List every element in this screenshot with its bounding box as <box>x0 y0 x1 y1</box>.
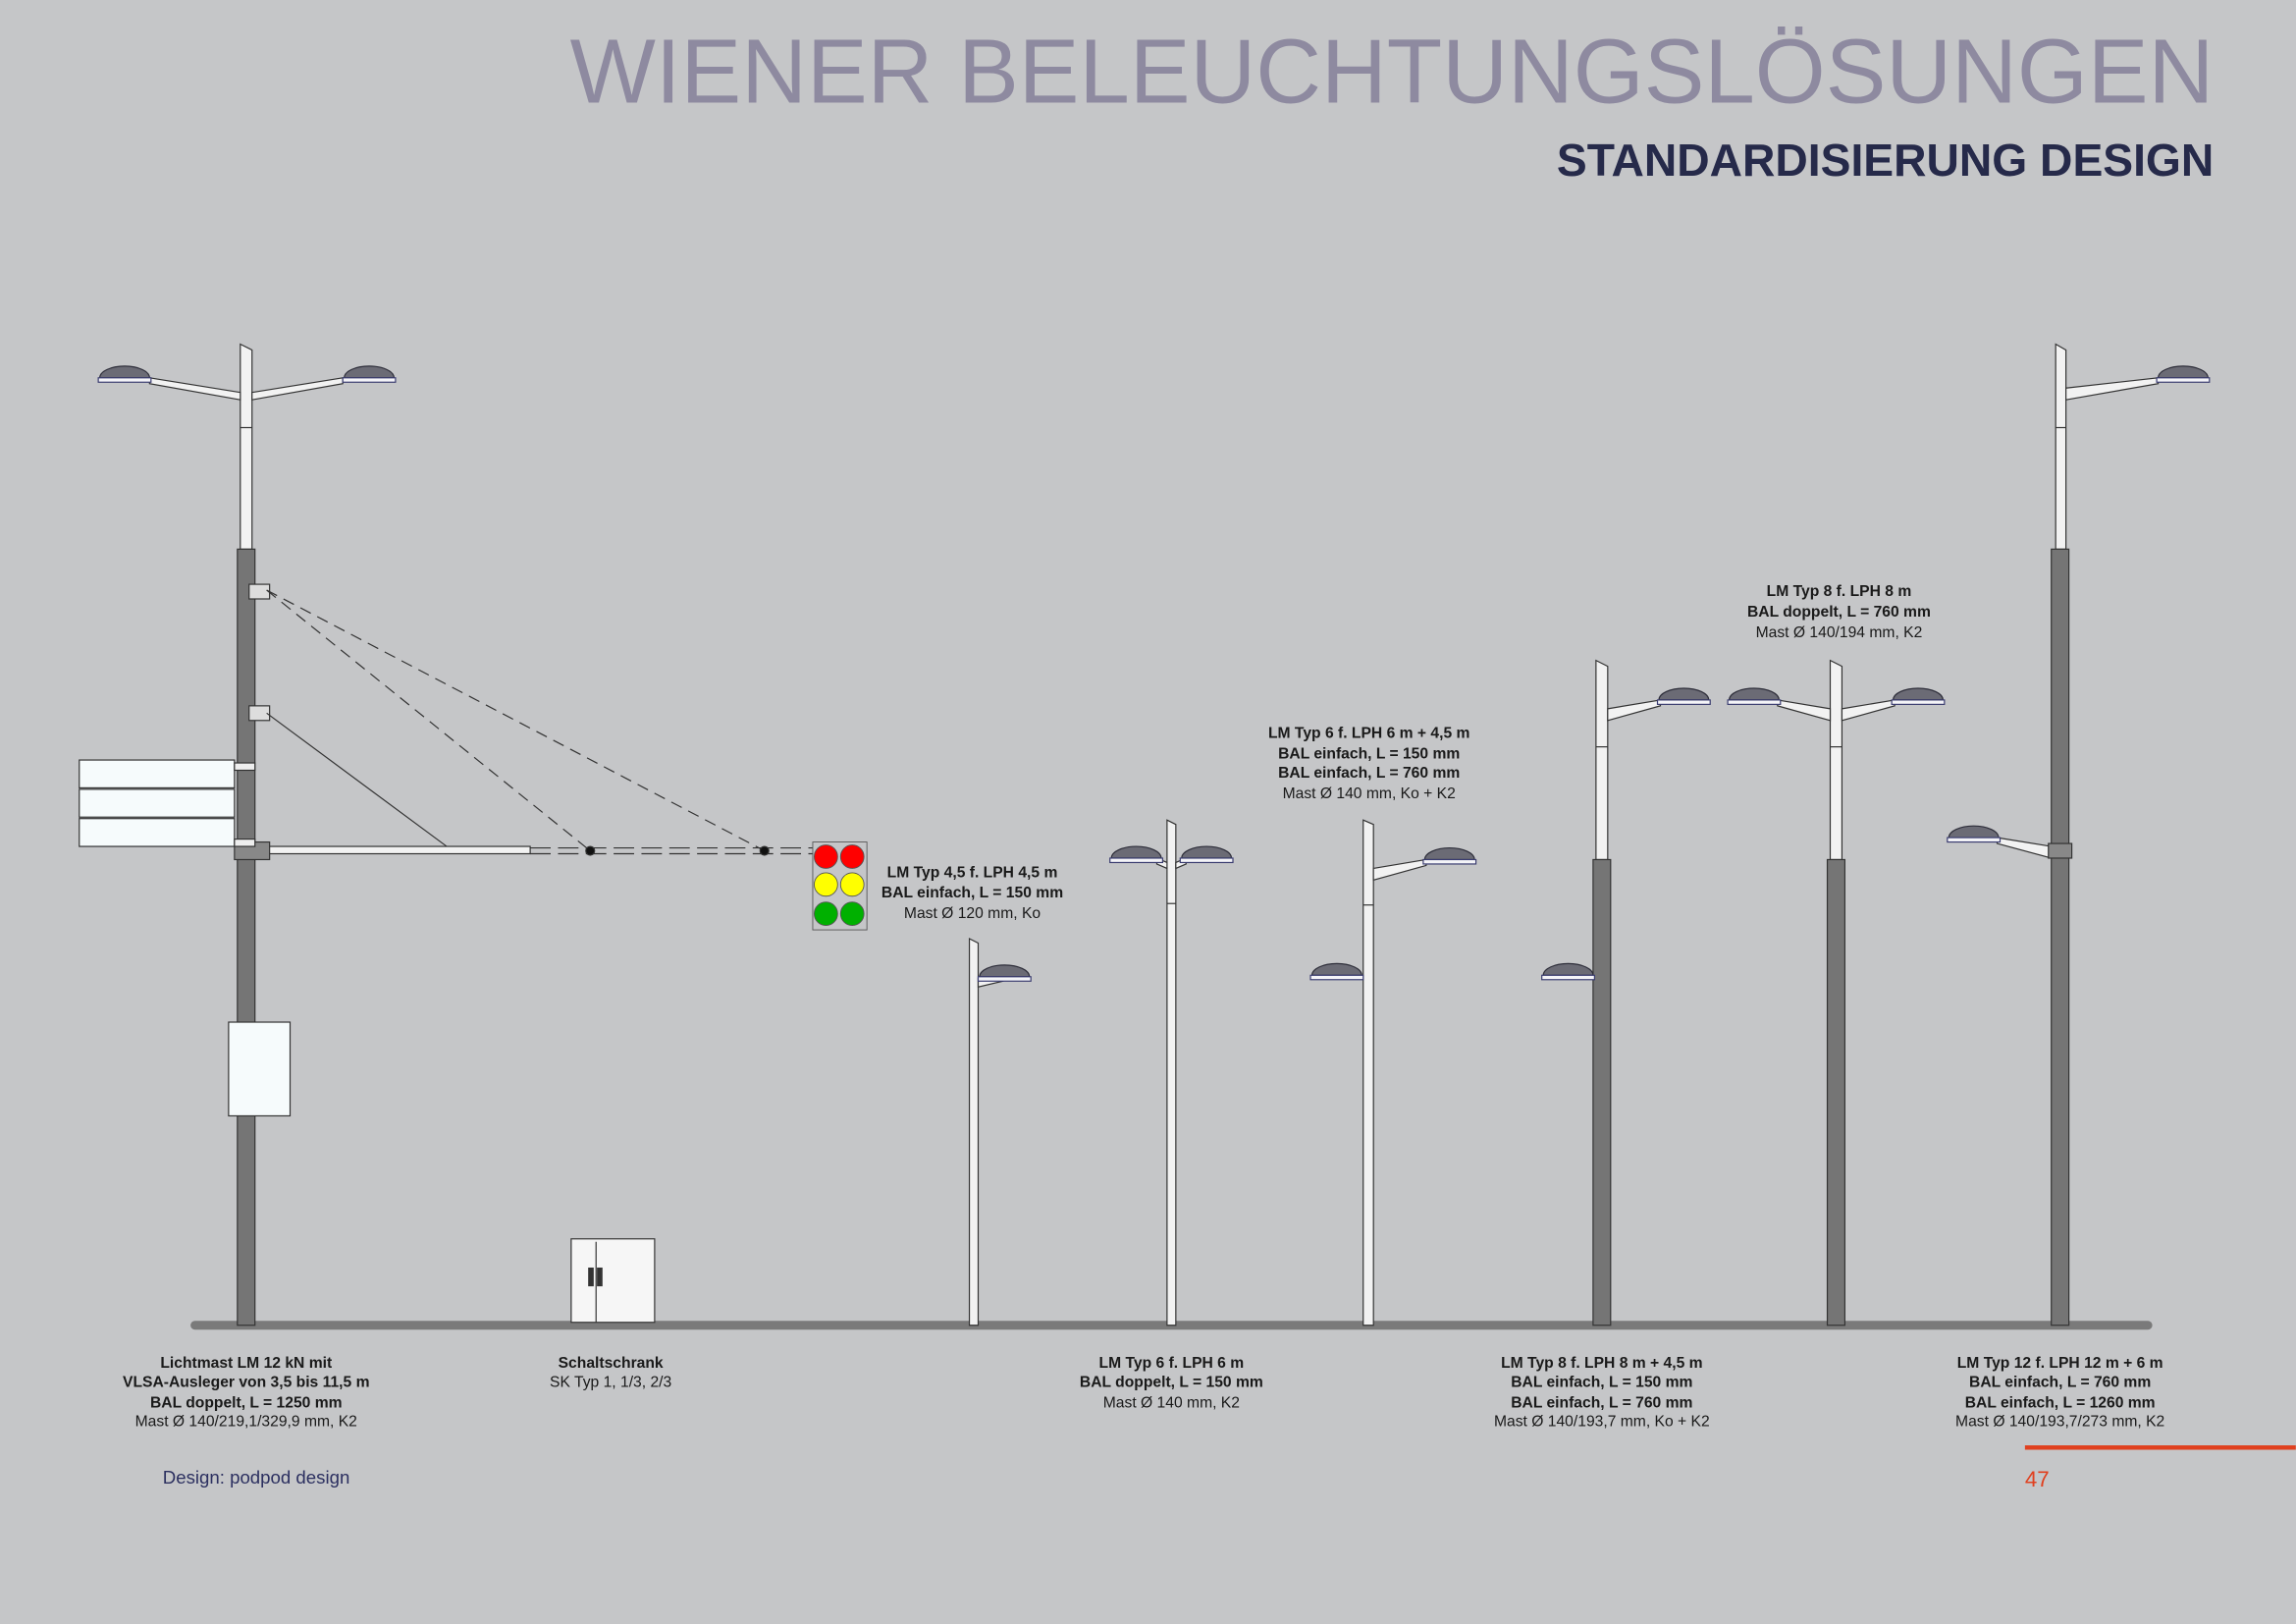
svg-text:LM Typ 6 f. LPH 6 m: LM Typ 6 f. LPH 6 m <box>1099 1355 1245 1372</box>
svg-text:Schaltschrank: Schaltschrank <box>559 1355 664 1372</box>
svg-text:BAL einfach, L = 760 mm: BAL einfach, L = 760 mm <box>1278 765 1460 782</box>
svg-text:LM Typ 8 f. LPH 8 m: LM Typ 8 f. LPH 8 m <box>1767 583 1912 600</box>
svg-text:Mast Ø 140/219,1/329,9 mm, K2: Mast Ø 140/219,1/329,9 mm, K2 <box>135 1414 357 1431</box>
svg-text:Mast Ø 140/193,7 mm, Ko + K2: Mast Ø 140/193,7 mm, Ko + K2 <box>1494 1414 1710 1431</box>
yellow-light-icon <box>814 872 838 897</box>
svg-text:LM Typ 6 f. LPH 6 m + 4,5 m: LM Typ 6 f. LPH 6 m + 4,5 m <box>1268 726 1469 742</box>
traffic-light <box>812 841 868 931</box>
red-light-icon <box>814 844 838 869</box>
svg-text:BAL einfach, L = 150 mm: BAL einfach, L = 150 mm <box>881 885 1063 901</box>
label-typ-4-5: LM Typ 4,5 f. LPH 4,5 m BAL einfach, L =… <box>881 864 1063 922</box>
pole-typ-6 <box>1108 819 1234 1326</box>
label-schaltschrank: Schaltschrank SK Typ 1, 1/3, 2/3 <box>550 1355 671 1390</box>
yellow-light-icon <box>839 872 865 897</box>
svg-text:Mast Ø 140 mm, K2: Mast Ø 140 mm, K2 <box>1103 1394 1240 1411</box>
pole-typ-8 <box>1727 659 1946 1326</box>
label-typ-8: LM Typ 8 f. LPH 8 m BAL doppelt, L = 760… <box>1747 583 1931 641</box>
label-lichtmast: Lichtmast LM 12 kN mit VLSA-Ausleger von… <box>123 1355 369 1431</box>
svg-text:BAL einfach, L = 150 mm: BAL einfach, L = 150 mm <box>1278 746 1460 763</box>
label-typ-12: LM Typ 12 f. LPH 12 m + 6 m BAL einfach,… <box>1955 1355 2164 1431</box>
svg-text:Mast Ø 120 mm, Ko: Mast Ø 120 mm, Ko <box>904 905 1041 922</box>
svg-text:BAL doppelt, L = 1250 mm: BAL doppelt, L = 1250 mm <box>150 1394 343 1411</box>
svg-text:Mast Ø 140/194 mm, K2: Mast Ø 140/194 mm, K2 <box>1756 624 1923 641</box>
svg-text:LM Typ 8 f. LPH 8 m + 4,5 m: LM Typ 8 f. LPH 8 m + 4,5 m <box>1501 1355 1702 1372</box>
pole-typ-8-4-5 <box>1540 659 1711 1326</box>
svg-text:BAL einfach, L = 150 mm: BAL einfach, L = 150 mm <box>1511 1374 1692 1390</box>
svg-text:LM Typ 4,5 f. LPH 4,5 m: LM Typ 4,5 f. LPH 4,5 m <box>887 864 1058 881</box>
switch-cabinet <box>570 1238 656 1324</box>
svg-text:BAL einfach, L = 1260 mm: BAL einfach, L = 1260 mm <box>1965 1394 2156 1411</box>
svg-text:LM Typ 12 f. LPH 12 m + 6 m: LM Typ 12 f. LPH 12 m + 6 m <box>1957 1355 2163 1372</box>
svg-text:BAL einfach, L = 760 mm: BAL einfach, L = 760 mm <box>1511 1394 1692 1411</box>
label-typ-8-4-5: LM Typ 8 f. LPH 8 m + 4,5 m BAL einfach,… <box>1494 1355 1710 1431</box>
pole-typ-12 <box>1947 343 2211 1326</box>
svg-text:VLSA-Ausleger von 3,5 bis 11,5: VLSA-Ausleger von 3,5 bis 11,5 m <box>123 1374 369 1390</box>
green-light-icon <box>839 901 865 927</box>
label-typ-6-4-5: LM Typ 6 f. LPH 6 m + 4,5 m BAL einfach,… <box>1268 726 1469 802</box>
svg-text:Mast Ø 140 mm, Ko + K2: Mast Ø 140 mm, Ko + K2 <box>1283 785 1456 802</box>
sign-boards <box>79 759 256 847</box>
svg-text:BAL einfach, L = 760 mm: BAL einfach, L = 760 mm <box>1969 1374 2151 1390</box>
svg-text:SK Typ 1, 1/3, 2/3: SK Typ 1, 1/3, 2/3 <box>550 1374 671 1390</box>
page-subtitle: STANDARDISIERUNG DESIGN <box>1557 135 2214 186</box>
pole-lichtmast <box>97 343 813 1326</box>
page-number: 47 <box>2025 1467 2050 1491</box>
svg-text:Lichtmast LM 12 kN mit: Lichtmast LM 12 kN mit <box>160 1355 333 1372</box>
svg-text:BAL doppelt, L = 150 mm: BAL doppelt, L = 150 mm <box>1080 1374 1263 1390</box>
design-credit: Design: podpod design <box>163 1467 350 1488</box>
green-light-icon <box>814 901 838 927</box>
red-light-icon <box>839 844 865 869</box>
pole-typ-4-5 <box>968 938 1032 1326</box>
accent-line <box>2024 1445 2296 1450</box>
page-title: WIENER BELEUCHTUNGSLÖSUNGEN <box>570 20 2215 122</box>
svg-text:BAL doppelt, L = 760 mm: BAL doppelt, L = 760 mm <box>1747 604 1931 621</box>
label-typ-6: LM Typ 6 f. LPH 6 m BAL doppelt, L = 150… <box>1080 1355 1263 1411</box>
info-panel <box>228 1021 292 1117</box>
svg-text:Mast Ø 140/193,7/273 mm, K2: Mast Ø 140/193,7/273 mm, K2 <box>1955 1414 2164 1431</box>
pole-typ-6-4-5 <box>1309 819 1477 1326</box>
